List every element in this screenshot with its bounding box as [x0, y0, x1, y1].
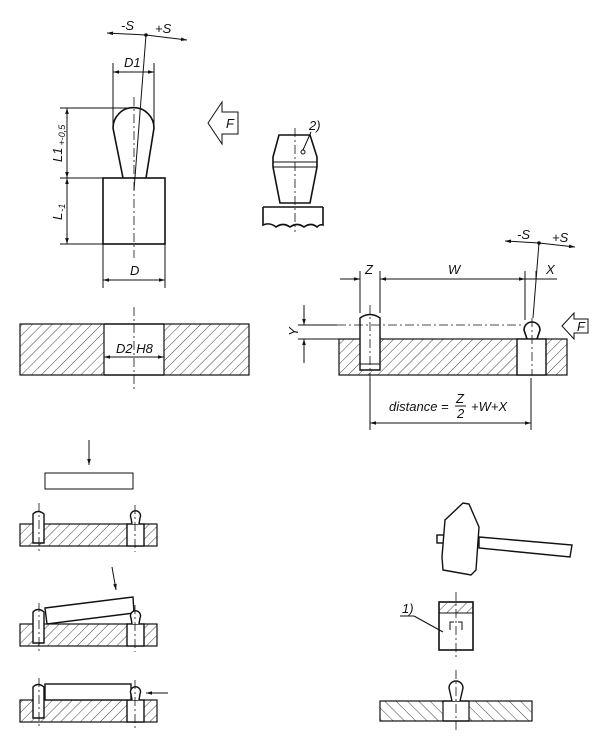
force-arrow: F [207, 100, 239, 146]
d1-label: D1 [124, 55, 141, 70]
x-label: X [545, 262, 556, 277]
force-label: F [226, 116, 235, 131]
setup-plus-s-label: +S [552, 230, 569, 245]
note-2-label: 2) [308, 118, 321, 133]
d-label: D [130, 263, 139, 278]
deflection-line [133, 34, 147, 191]
plus-s-label: +S [155, 21, 172, 36]
setup-view: -S +S Z W X Y F distance = Z 2 [286, 227, 589, 430]
step-1 [19, 503, 158, 552]
l-label: L-1 [50, 204, 67, 220]
bore-plate-view: D2 H8 [19, 307, 250, 392]
setup-force-arrow-icon [561, 311, 589, 341]
minus-s-arrow [106, 31, 147, 36]
assembly-steps [19, 440, 168, 728]
y-label: Y [286, 326, 301, 336]
note-1-label: 1) [402, 601, 414, 616]
distance-label: distance = [389, 399, 449, 414]
pin-head [112, 106, 155, 179]
hammer-icon [436, 502, 573, 576]
detail-2-part: 2) [262, 118, 324, 232]
w-label: W [448, 262, 462, 277]
distance-tail: +W+X [471, 399, 508, 414]
hammer-installation: 1) [379, 502, 573, 730]
distance-fraction-denominator: 2 [456, 406, 465, 421]
distance-fraction-numerator: Z [455, 391, 465, 406]
installation-bush: 1) [400, 592, 474, 658]
plus-s-arrow [145, 34, 188, 42]
installed-plate [379, 670, 533, 730]
step-2 [19, 596, 158, 652]
setup-force-label: F [577, 319, 586, 334]
l1-label: L1+-0,5 [50, 124, 67, 162]
step-3 [19, 678, 168, 728]
minus-s-label: -S [121, 18, 134, 33]
setup-minus-s-label: -S [517, 227, 530, 242]
force-arrow-icon [207, 100, 239, 146]
z-label: Z [364, 262, 374, 277]
pin-dimension-view: -S +S D1 L1+-0,5 L-1 D [50, 18, 188, 288]
d2-label: D2 H8 [116, 341, 154, 356]
